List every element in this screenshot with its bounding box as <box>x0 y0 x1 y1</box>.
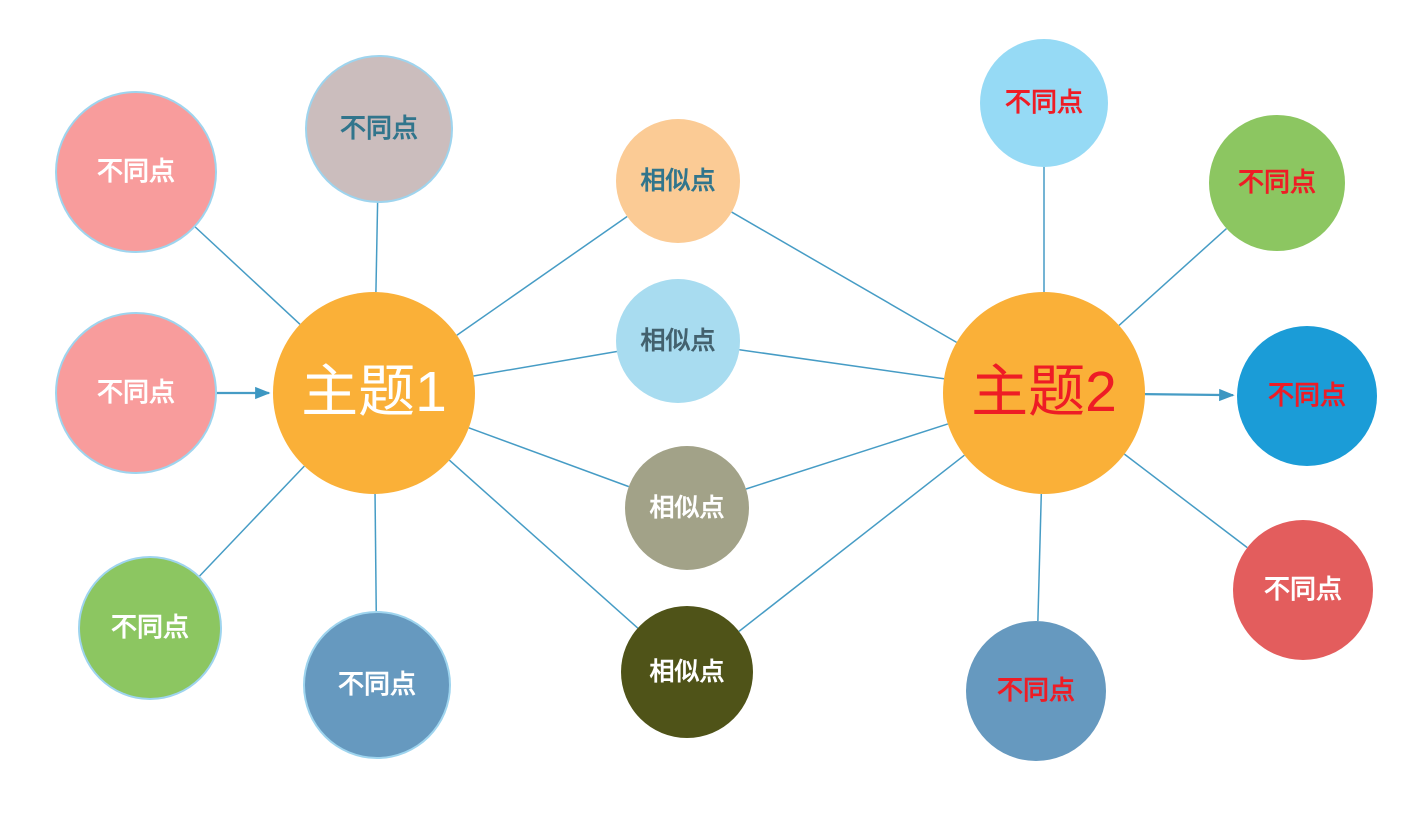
satellite-node-left-diff-2[interactable]: 不同点 <box>57 314 215 472</box>
edge-e-hub1-sim3 <box>468 427 630 488</box>
edge-e-hub1-sim2 <box>473 350 618 377</box>
edge-e-hub1-sim1 <box>456 215 628 336</box>
edge-e-hub1-sim4 <box>448 459 639 629</box>
satellite-node-left-diff-1[interactable]: 不同点 <box>57 93 215 251</box>
edge-e-hub1-ldiff5 <box>374 493 378 614</box>
edge-e-hub1-ldiff1 <box>193 225 301 325</box>
edge-e-hub1-ldiff4 <box>197 465 305 578</box>
satellite-node-left-diff-5[interactable]: 不同点 <box>305 613 449 757</box>
satellite-node-mid-sim-3[interactable]: 相似点 <box>625 446 749 570</box>
edge-e-hub2-rdiff4 <box>1123 453 1248 549</box>
edge-e-sim1-hub2 <box>731 211 957 344</box>
edge-e-sim4-hub2 <box>738 454 965 632</box>
node-label: 不同点 <box>96 156 175 187</box>
edge-e-hub1-ldiff3 <box>375 200 379 293</box>
node-label: 主题1 <box>301 360 447 425</box>
hub-node-hub-1[interactable]: 主题1 <box>273 292 475 494</box>
node-label: 相似点 <box>649 657 725 686</box>
node-label: 不同点 <box>996 675 1075 706</box>
node-label: 主题2 <box>971 360 1117 425</box>
satellite-node-right-diff-1[interactable]: 不同点 <box>980 39 1108 167</box>
node-label: 不同点 <box>96 377 175 408</box>
node-label: 相似点 <box>649 493 725 522</box>
satellite-node-mid-sim-4[interactable]: 相似点 <box>621 606 753 738</box>
satellite-node-right-diff-4[interactable]: 不同点 <box>1233 520 1373 660</box>
edge-e-hub2-rdiff2 <box>1118 227 1227 326</box>
node-label: 相似点 <box>640 166 716 195</box>
node-label: 不同点 <box>1237 167 1316 198</box>
edge-e-sim3-hub2 <box>745 423 949 490</box>
satellite-node-left-diff-4[interactable]: 不同点 <box>80 558 220 698</box>
satellite-node-mid-sim-1[interactable]: 相似点 <box>616 119 740 243</box>
node-label: 不同点 <box>339 113 418 144</box>
edge-e-hub2-rdiff5 <box>1037 493 1043 622</box>
node-label: 不同点 <box>110 612 189 643</box>
edge-e-hub2-rdiff3 <box>1144 388 1235 402</box>
satellite-node-right-diff-3[interactable]: 不同点 <box>1237 326 1377 466</box>
node-label: 不同点 <box>1267 380 1346 411</box>
node-label: 不同点 <box>337 669 416 700</box>
satellite-node-right-diff-2[interactable]: 不同点 <box>1209 115 1345 251</box>
node-label: 相似点 <box>640 326 716 355</box>
node-label: 不同点 <box>1004 87 1083 118</box>
satellite-node-left-diff-3[interactable]: 不同点 <box>307 57 451 201</box>
satellite-node-mid-sim-2[interactable]: 相似点 <box>616 279 740 403</box>
edge-e-sim2-hub2 <box>739 348 945 380</box>
hub-node-hub-2[interactable]: 主题2 <box>943 292 1145 494</box>
node-label: 不同点 <box>1263 574 1342 605</box>
satellite-node-right-diff-5[interactable]: 不同点 <box>966 621 1106 761</box>
